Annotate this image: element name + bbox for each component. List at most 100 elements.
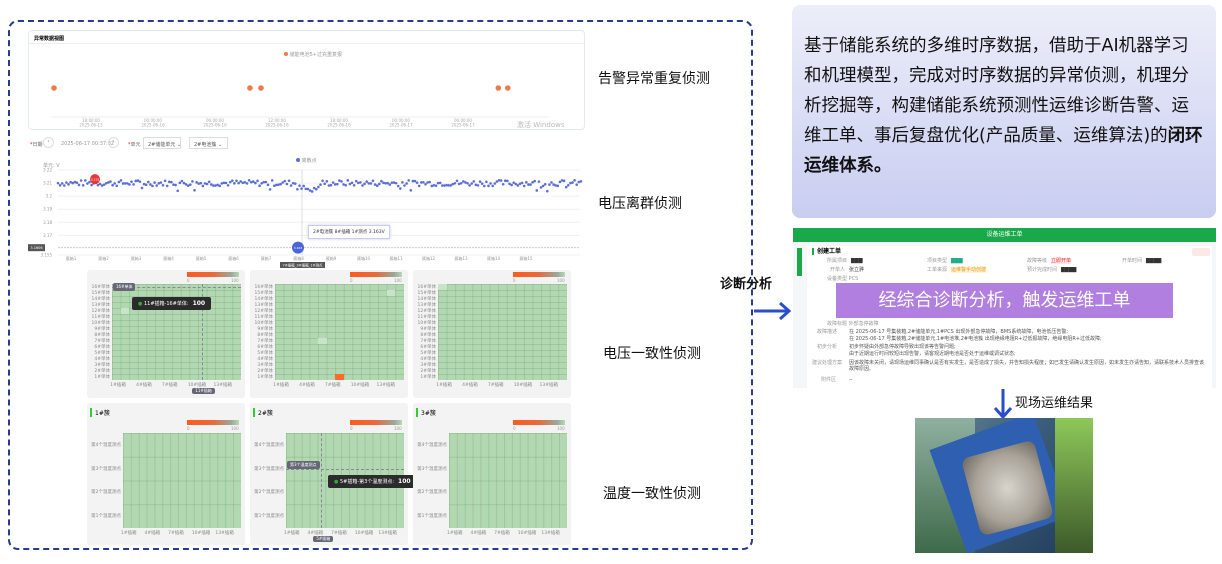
scale-max: 100 <box>394 426 402 431</box>
heatmap-cell-anomaly[interactable] <box>318 338 327 344</box>
voltage-point <box>123 182 127 185</box>
heatmap-grid[interactable] <box>449 433 567 528</box>
summary-box: 基于储能系统的多维时序数据，借助于AI机器学习和机理模型，完成对时序数据的异常侦… <box>792 5 1216 218</box>
heatmap-grid[interactable] <box>438 284 567 380</box>
voltage-point <box>149 183 152 186</box>
voltage-point <box>371 179 375 183</box>
voltage-point <box>350 181 354 185</box>
voltage-point <box>401 181 404 184</box>
heatmap-grid[interactable] <box>275 284 404 380</box>
voltage-point <box>277 183 280 186</box>
y-tick-label: 3.19 <box>43 207 52 212</box>
voltage-point <box>451 182 455 186</box>
prev-date-button[interactable]: ‹ <box>43 137 54 148</box>
voltage-point <box>306 187 310 191</box>
x-tick-label: 簇箱6 <box>228 255 239 261</box>
voltage-point <box>546 189 549 193</box>
voltage-point <box>447 184 450 187</box>
y-tick-label: 3.2 <box>46 194 53 199</box>
voltage-point <box>283 179 287 183</box>
cluster-select[interactable]: 2#电池簇 ⌄ <box>189 137 228 149</box>
voltage-point <box>564 185 568 189</box>
alarm-point[interactable] <box>51 85 57 91</box>
alarm-point[interactable] <box>247 85 253 91</box>
scale-max: 100 <box>231 278 239 283</box>
voltage-point <box>380 179 383 183</box>
y-axis-label: 3#单体 <box>94 363 110 368</box>
field-equipment-type: 设备类型 PCS <box>827 276 859 282</box>
voltage-point <box>256 179 259 183</box>
voltage-point <box>184 183 188 186</box>
voltage-point <box>474 183 478 187</box>
heatmap-grid[interactable] <box>123 433 241 528</box>
voltage-point <box>302 184 306 188</box>
voltage-point <box>499 179 503 182</box>
x-axis-label: 13#插箱 <box>376 383 396 388</box>
voltage-point <box>415 181 419 184</box>
x-tick-label: 簇箱11 <box>389 255 403 261</box>
voltage-point <box>514 182 518 186</box>
voltage-point <box>476 184 480 187</box>
outlier-tooltip: 2#电池簇 8#插箱 1#测点 3.163V <box>308 225 390 239</box>
heatmap-cell-anomaly[interactable] <box>120 308 130 314</box>
x-tick-label: 簇箱9 <box>326 255 337 261</box>
x-axis-label: 1#插箱 <box>273 383 289 388</box>
alarm-point[interactable] <box>495 85 502 91</box>
voltage-point <box>239 180 242 183</box>
voltage-point <box>325 179 329 183</box>
heatmap-cell-anomaly[interactable] <box>438 284 447 290</box>
delete-button[interactable] <box>1192 248 1210 256</box>
heatmap-cell-anomaly[interactable] <box>386 290 396 296</box>
voltage-point <box>428 180 432 184</box>
voltage-point <box>291 181 295 185</box>
y-axis-label: 16#单体 <box>254 285 274 290</box>
voltage-point <box>84 179 87 182</box>
voltage-point <box>115 184 119 188</box>
summary-text: 基于储能系统的多维时序数据，借助于AI机器学习和机理模型，完成对时序数据的异常侦… <box>804 36 1189 146</box>
voltage-point <box>56 181 60 185</box>
voltage-point <box>281 181 284 184</box>
y-axis-label: 6#单体 <box>94 345 110 350</box>
date-label: 日期 <box>32 142 43 148</box>
voltage-point <box>420 181 423 184</box>
heatmap-title: 3#簇 <box>416 408 436 417</box>
y-axis-label: 11#单体 <box>417 315 437 320</box>
unit-select[interactable]: 2#储能单元 ⌄ <box>143 137 181 149</box>
voltage-point <box>111 183 114 187</box>
y-pointer-label: 16#单体 <box>113 283 136 291</box>
voltage-point <box>310 190 314 193</box>
arrow-down-icon <box>993 389 1013 420</box>
voltage-point <box>537 180 541 183</box>
y-pointer-label: 第3个温度测点 <box>287 460 320 469</box>
heatmap-cell-anomaly[interactable] <box>335 374 344 380</box>
x-pointer-label: 7#插箱_3#插箱_1#测点 <box>283 263 323 268</box>
voltage-point <box>321 179 324 183</box>
voltage-point <box>147 180 150 184</box>
y-axis-label: 第4个温度测点 <box>254 442 284 448</box>
desc-line: 在 2025-06-17 号集装箱,2#储能单元,1#PCS 出现外部急停故障，… <box>849 329 1069 335</box>
x-axis-label: 10#插箱 <box>191 531 211 536</box>
y-axis-label: 15#单体 <box>417 291 437 296</box>
voltage-point <box>155 184 158 187</box>
voltage-point <box>508 182 511 186</box>
voltage-point <box>270 179 274 182</box>
alarm-point[interactable] <box>258 85 264 91</box>
y-axis-label: 8#单体 <box>94 333 110 338</box>
voltage-point <box>275 183 278 187</box>
high-point-marker[interactable] <box>90 174 100 185</box>
voltage-point <box>426 181 429 184</box>
voltage-point <box>575 183 578 186</box>
outlier-point[interactable] <box>292 241 304 254</box>
voltage-point <box>105 181 108 185</box>
y-axis-label: 2#单体 <box>257 369 273 374</box>
field-source: 工单来源运维警手动创建 <box>927 267 987 273</box>
voltage-point <box>455 179 459 183</box>
voltage-point <box>411 179 415 183</box>
date-value[interactable]: 2025-06-17 00:37:32 <box>61 141 115 147</box>
voltage-point <box>329 183 333 187</box>
voltage-point <box>518 182 522 186</box>
alarm-point[interactable] <box>504 85 511 91</box>
next-date-button[interactable]: › <box>108 137 119 148</box>
